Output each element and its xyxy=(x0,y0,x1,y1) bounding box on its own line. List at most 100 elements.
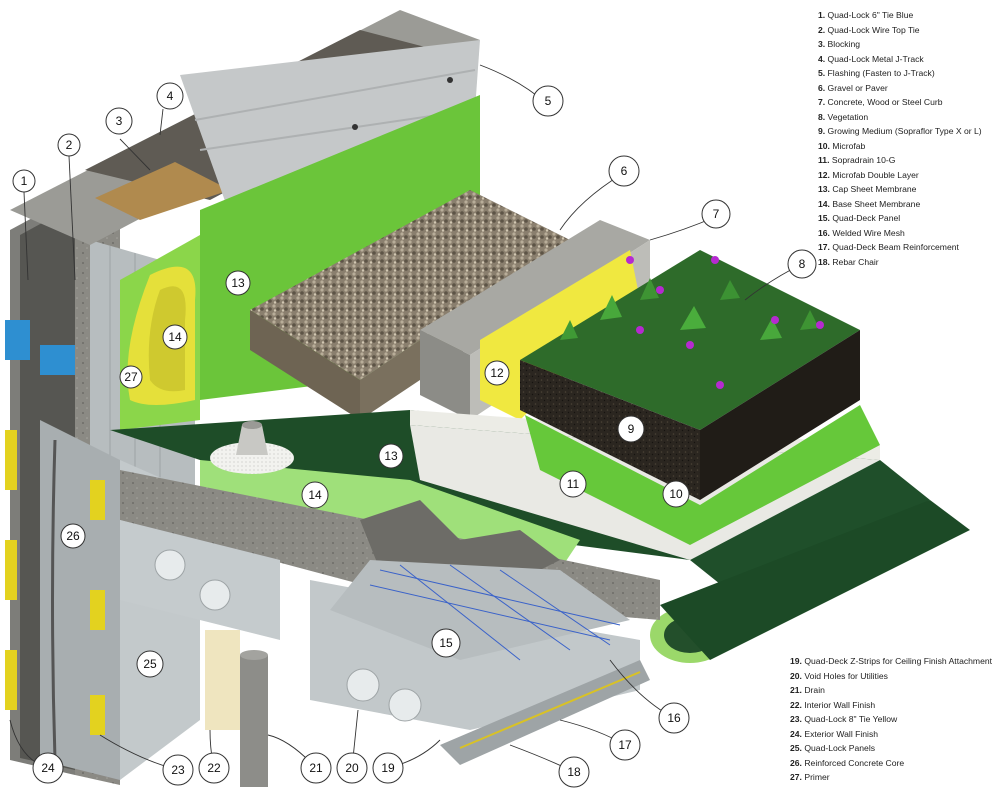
legend-top-item: 9. Growing Medium (Sopraflor Type X or L… xyxy=(818,124,982,139)
svg-text:13: 13 xyxy=(231,276,245,290)
svg-text:13: 13 xyxy=(384,449,398,463)
legend-label: Quad-Lock Wire Top Tie xyxy=(825,24,920,35)
tie-yellow-3 xyxy=(5,540,17,600)
callout-4: 4 xyxy=(156,82,184,110)
legend-label: Sopradrain 10-G xyxy=(829,155,896,165)
legend-number: 22. xyxy=(790,699,802,710)
callout-13b: 13 xyxy=(378,443,404,469)
legend-bottom-item: 22. Interior Wall Finish xyxy=(790,698,992,713)
callout-12: 12 xyxy=(484,360,510,386)
legend-label: Vegetation xyxy=(825,111,869,122)
legend-number: 17. xyxy=(818,242,830,252)
callout-24: 24 xyxy=(32,752,64,784)
callout-2: 2 xyxy=(57,133,81,157)
callout-25: 25 xyxy=(136,650,164,678)
legend-top-item: 3. Blocking xyxy=(818,37,982,52)
svg-text:25: 25 xyxy=(143,657,157,671)
vegetation xyxy=(520,250,860,430)
legend-bottom-item: 19. Quad-Deck Z-Strips for Ceiling Finis… xyxy=(790,654,992,669)
legend-bottom-item: 21. Drain xyxy=(790,683,992,698)
svg-text:10: 10 xyxy=(669,487,683,501)
legend-label: Reinforced Concrete Core xyxy=(801,757,905,768)
tie-yellow-4 xyxy=(90,590,105,630)
tie-yellow-5 xyxy=(5,650,17,710)
legend-number: 14. xyxy=(818,198,830,209)
legend-label: Growing Medium (Sopraflor Type X or L) xyxy=(825,126,982,136)
legend-top-item: 4. Quad-Lock Metal J-Track xyxy=(818,52,982,67)
legend-bottom-item: 24. Exterior Wall Finish xyxy=(790,727,992,742)
svg-text:18: 18 xyxy=(567,765,581,779)
legend-label: Quad-Deck Beam Reinforcement xyxy=(829,242,959,252)
plants xyxy=(560,256,824,389)
svg-text:5: 5 xyxy=(545,94,552,108)
legend-number: 26. xyxy=(790,757,802,768)
legend-top-item: 2. Quad-Lock Wire Top Tie xyxy=(818,23,982,38)
legend-number: 16. xyxy=(818,227,830,238)
legend-number: 19. xyxy=(790,656,802,666)
svg-text:1: 1 xyxy=(21,174,28,188)
microfab xyxy=(525,405,880,545)
legend-label: Primer xyxy=(801,772,830,782)
svg-text:6: 6 xyxy=(621,164,628,178)
svg-text:3: 3 xyxy=(116,114,123,128)
tie-yellow-1 xyxy=(5,430,17,490)
legend-number: 12. xyxy=(818,169,830,180)
legend-number: 25. xyxy=(790,743,802,753)
callouts: 1 2 3 4 5 6 7 8 9 10 11 12 13 13 14 14 1… xyxy=(12,82,817,788)
legend-number: 24. xyxy=(790,728,802,739)
svg-text:23: 23 xyxy=(171,763,185,777)
legend-label: Blocking xyxy=(825,39,861,49)
legend-number: 13. xyxy=(818,184,830,194)
callout-15: 15 xyxy=(431,628,461,658)
legend-top-item: 10. Microfab xyxy=(818,139,982,154)
callout-3: 3 xyxy=(105,107,133,135)
legend-label: Microfab Double Layer xyxy=(829,169,919,180)
legend-number: 8. xyxy=(818,111,826,122)
callout-11: 11 xyxy=(559,470,587,498)
drain xyxy=(210,421,294,787)
legend-top-item: 18. Rebar Chair xyxy=(818,255,982,270)
legend-top-item: 5. Flashing (Fasten to J-Track) xyxy=(818,66,982,81)
callout-13a: 13 xyxy=(225,270,251,296)
callout-18: 18 xyxy=(558,756,590,788)
legend-label: Rebar Chair xyxy=(829,256,879,267)
legend-top-item: 15. Quad-Deck Panel xyxy=(818,211,982,226)
legend-label: Concrete, Wood or Steel Curb xyxy=(825,97,943,107)
svg-text:26: 26 xyxy=(66,529,80,543)
callout-6: 6 xyxy=(608,155,640,187)
legend-label: Quad-Lock 6" Tie Blue xyxy=(825,10,914,20)
callout-10: 10 xyxy=(662,480,690,508)
legend-bottom: 19. Quad-Deck Z-Strips for Ceiling Finis… xyxy=(790,654,992,785)
legend-bottom-item: 20. Void Holes for Utilities xyxy=(790,669,992,684)
callout-26: 26 xyxy=(60,523,86,549)
curb xyxy=(420,220,650,355)
callout-17: 17 xyxy=(609,729,641,761)
legend-label: Microfab xyxy=(829,140,866,151)
legend-label: Exterior Wall Finish xyxy=(801,728,879,739)
tie-yellow-6 xyxy=(90,695,105,735)
callout-20: 20 xyxy=(336,752,368,784)
legend-number: 15. xyxy=(818,213,830,223)
tie-blue-1 xyxy=(5,320,30,360)
svg-text:21: 21 xyxy=(309,761,323,775)
legend-top-item: 13. Cap Sheet Membrane xyxy=(818,182,982,197)
legend-label: Quad-Lock Metal J-Track xyxy=(825,53,924,64)
callout-16: 16 xyxy=(658,702,690,734)
svg-text:14: 14 xyxy=(168,330,182,344)
callout-27: 27 xyxy=(119,365,143,389)
drain-pipe xyxy=(240,655,268,787)
legend-number: 5. xyxy=(818,68,826,78)
legend-number: 23. xyxy=(790,714,802,724)
legend-number: 2. xyxy=(818,24,826,35)
legend-bottom-item: 26. Reinforced Concrete Core xyxy=(790,756,992,771)
svg-text:12: 12 xyxy=(490,366,504,380)
blocking xyxy=(95,162,230,220)
callout-22: 22 xyxy=(198,752,230,784)
svg-text:24: 24 xyxy=(41,761,55,775)
callout-19: 19 xyxy=(372,752,404,784)
svg-text:20: 20 xyxy=(345,761,359,775)
curb-and-planter xyxy=(410,220,880,560)
legend-number: 18. xyxy=(818,256,830,267)
